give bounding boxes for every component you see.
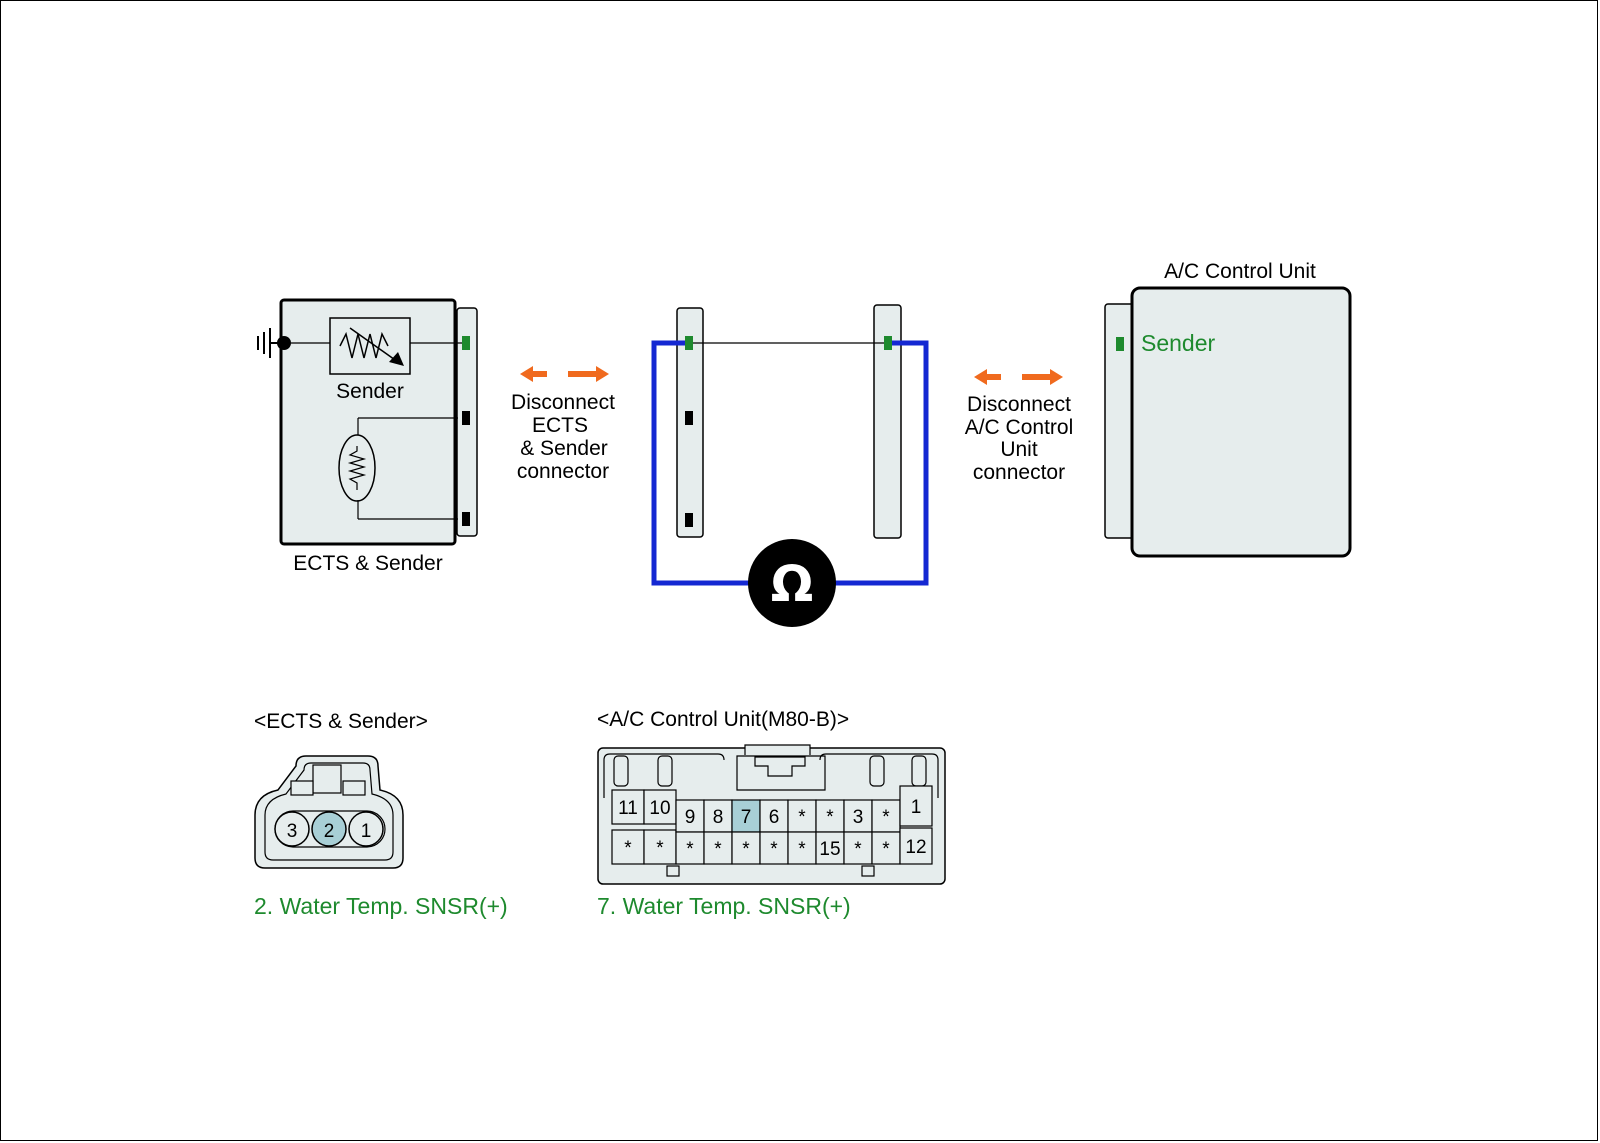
ac-pin-label: 12: [905, 837, 926, 858]
ac-unit-housing: [1130, 286, 1352, 558]
ac-pin-cell: [759, 831, 789, 865]
ects-connector-caption: 2. Water Temp. SNSR(+): [254, 893, 508, 919]
disconnect-right-line-2: A/C Control: [965, 416, 1074, 439]
ohm-symbol: Ω: [771, 555, 814, 613]
ects-pin-label: 3: [287, 821, 298, 842]
meter-lead-right: [834, 340, 929, 586]
ac-pin-label: *: [798, 839, 806, 860]
variable-resistor-icon: [339, 331, 389, 359]
ac-connector-caption: 7. Water Temp. SNSR(+): [597, 893, 851, 919]
harness-connector-ac: [873, 304, 902, 539]
ac-pin-label: 8: [713, 807, 724, 828]
ects-pin-label: 2: [324, 821, 335, 842]
disconnect-left-line-2: ECTS: [532, 414, 588, 437]
arrow-left-icon: [520, 366, 547, 382]
ohmmeter-icon: [748, 539, 836, 627]
ground-node: [277, 336, 291, 350]
harness-pin-ects-2: [685, 411, 693, 425]
ac-pin-cell: [787, 799, 817, 833]
thermistor-icon: [338, 434, 376, 502]
ac-pin-cell: [843, 831, 873, 865]
ects-pin-2-cell: [311, 811, 347, 847]
ac-pin-cell: [703, 799, 733, 833]
ac-pin-label: 3: [853, 807, 864, 828]
disconnect-right-line-1: Disconnect: [967, 393, 1071, 416]
ac-pin-label: 1: [911, 797, 922, 818]
ac-pin-cell: [843, 799, 873, 833]
ac-pin-label: 10: [649, 798, 670, 819]
disconnect-left-line-3: & Sender: [520, 437, 608, 460]
ac-pin-cell: [611, 829, 645, 865]
ects-caption: ECTS & Sender: [293, 552, 442, 575]
ac-pin-label: 11: [618, 798, 638, 819]
ac-pin-label: 15: [819, 839, 840, 860]
ac-pin-cell: [815, 831, 845, 865]
ects-pin-sender: [462, 336, 470, 350]
ac-pin-label: *: [624, 838, 632, 859]
meter-lead-left: [651, 340, 752, 586]
disconnect-right-line-3: Unit: [1000, 438, 1038, 461]
ac-pin-cell: [611, 789, 645, 825]
ac-pin-label: 6: [769, 807, 780, 828]
ac-pin-label: *: [882, 839, 890, 860]
ac-pin-label: *: [826, 807, 834, 828]
ac-pin-label: *: [854, 839, 862, 860]
ects-pin-3: [462, 512, 470, 526]
disconnect-left-line-1: Disconnect: [511, 391, 615, 414]
disconnect-right-arrows: [974, 369, 1063, 385]
disconnect-left-text: Disconnect ECTS & Sender connector: [511, 391, 615, 483]
ac-pin-label: *: [742, 839, 750, 860]
ac-unit-title: A/C Control Unit: [1164, 260, 1316, 283]
disconnect-left-line-4: connector: [517, 460, 609, 483]
ects-connector-title: <ECTS & Sender>: [254, 710, 428, 733]
ac-pin-label: *: [686, 839, 694, 860]
harness-pin-ects-3: [685, 513, 693, 527]
sender-label: Sender: [336, 380, 404, 403]
ac-pin-label: 9: [685, 807, 696, 828]
ects-pin-1-cell: [348, 811, 384, 847]
arrow-right-icon-2: [1022, 369, 1063, 385]
ects-pin-2: [462, 411, 470, 425]
ac-pin-label: *: [798, 807, 806, 828]
ects-lock-tab: [312, 764, 342, 794]
ects-sender-block: Sender ECTS & Sender: [257, 298, 478, 575]
sender-resistor-box: [329, 317, 411, 375]
disconnect-left-arrows: [520, 366, 609, 382]
arrow-left-icon-2: [974, 369, 1001, 385]
measurement-circuit: Ω: [651, 304, 929, 627]
ac-pin-label: *: [770, 839, 778, 860]
harness-pin-ects-green: [685, 336, 693, 350]
ac-pin-cell: [899, 785, 933, 827]
ac-pin-cell: [731, 831, 761, 865]
ac-pin-cell: [899, 827, 933, 865]
ac-pin-cell: [759, 799, 789, 833]
ects-housing: [279, 298, 457, 546]
ac-pin-cell: [675, 831, 705, 865]
disconnect-right-line-4: connector: [973, 461, 1065, 484]
ac-connector-title: <A/C Control Unit(M80-B)>: [597, 708, 849, 731]
ac-pin-cell: [731, 799, 761, 833]
ac-control-unit: A/C Control Unit Sender: [1104, 260, 1352, 558]
disconnect-right-text: Disconnect A/C Control Unit connector: [965, 393, 1074, 484]
ac-unit-pin-label: Sender: [1141, 330, 1216, 356]
ac-pin-label: 7: [741, 807, 752, 828]
ects-connector-face: <ECTS & Sender> 3 2 1 2. Water Temp. SNS…: [254, 710, 508, 919]
ac-unit-pin-sender: [1116, 337, 1124, 351]
ac-pin-label: *: [882, 807, 890, 828]
harness-pin-ac-green: [884, 336, 892, 350]
arrow-right-icon: [568, 366, 609, 382]
ac-pin-label: *: [714, 839, 722, 860]
ac-pin-cell: [787, 831, 817, 865]
ac-pin-label: *: [656, 838, 664, 859]
ects-pin-label: 1: [361, 821, 372, 842]
ects-pin-3-cell: [274, 811, 310, 847]
